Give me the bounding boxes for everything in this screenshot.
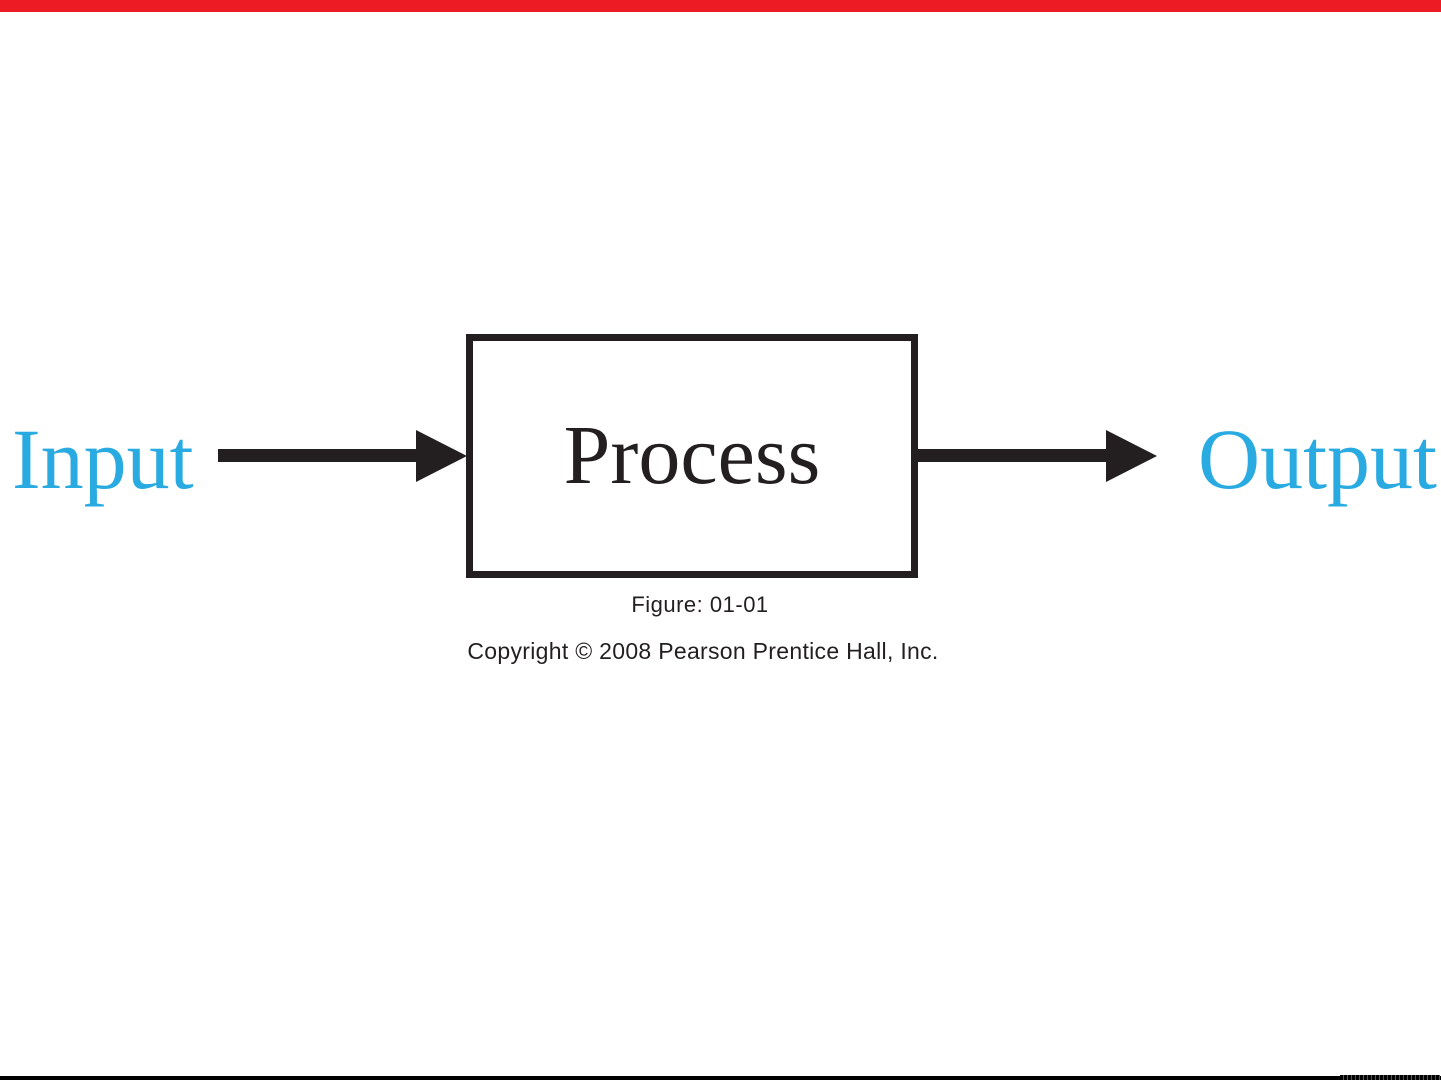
output-arrow-head-icon (1106, 430, 1157, 482)
copyright-caption: Copyright © 2008 Pearson Prentice Hall, … (467, 638, 939, 664)
bottom-rule (0, 1076, 1441, 1080)
slide-top-accent-bar (0, 0, 1441, 12)
input-arrow-shaft (218, 449, 418, 462)
figure-caption: Figure: 01-01 (631, 592, 769, 617)
output-arrow-shaft (918, 449, 1108, 462)
process-box: Process (466, 334, 918, 578)
process-label: Process (563, 409, 821, 502)
input-arrow-head-icon (416, 430, 467, 482)
input-label: Input (12, 411, 194, 507)
output-label: Output (1198, 411, 1437, 507)
micro-watermark-text (1340, 1075, 1440, 1080)
